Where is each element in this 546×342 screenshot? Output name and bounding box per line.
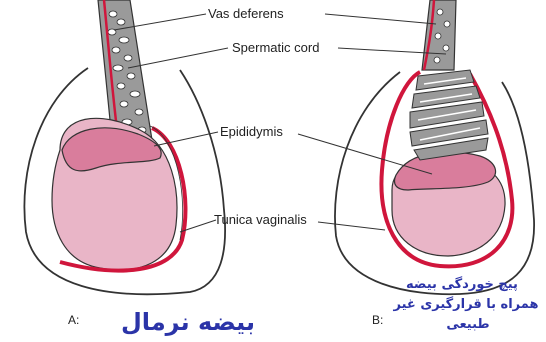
leader-vas-deferens-b — [325, 14, 436, 24]
panel-b-torsion — [335, 0, 534, 294]
label-vas-deferens: Vas deferens — [208, 6, 284, 21]
epididymis-b — [395, 152, 496, 190]
panel-a-normal-testis — [24, 0, 225, 294]
leader-tunica-b — [318, 222, 385, 230]
label-tunica-vaginalis: Tunica vaginalis — [214, 212, 307, 227]
panel-b-letter: B: — [372, 313, 383, 327]
panel-b-caption-line-2: همراه با قرارگیری غیر — [393, 296, 539, 312]
leader-spermatic-cord-a — [128, 48, 228, 68]
panel-a-caption: بیضه نرمال — [121, 308, 255, 336]
label-spermatic-cord: Spermatic cord — [232, 40, 319, 55]
label-epididymis: Epididymis — [220, 124, 283, 139]
panel-b-caption-line-3: طبیعی — [446, 317, 489, 332]
panel-a-letter: A: — [68, 313, 79, 327]
panel-b-caption-line-1: پیچ خوردگی بیضه — [406, 276, 518, 292]
